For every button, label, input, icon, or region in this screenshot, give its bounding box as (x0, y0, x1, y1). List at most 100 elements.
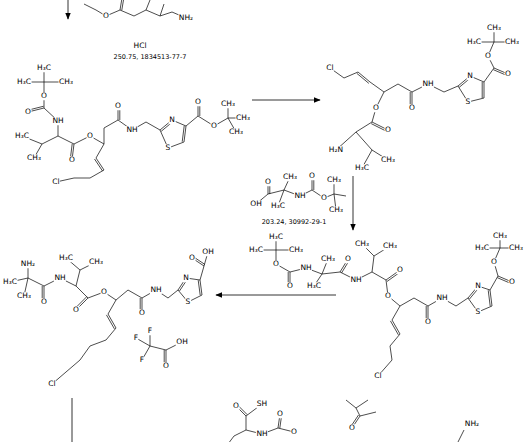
atom-label: H₃C (467, 38, 482, 46)
atom-label: O (115, 102, 122, 110)
atom-label: O (163, 362, 170, 370)
atom-label: CH₃ (229, 128, 244, 136)
atom-label: O (309, 172, 316, 180)
bond (44, 68, 160, 144)
atom-label: CH₃ (381, 156, 396, 164)
atom-label: O (349, 424, 356, 432)
atom-label: Cl (52, 178, 60, 186)
atom-label: H₃C (37, 64, 52, 72)
bond (146, 0, 150, 10)
bond (28, 264, 178, 300)
atom-label: OH (202, 248, 215, 256)
atom-label: CH₃ (383, 242, 398, 250)
atom-label: CH₃ (221, 100, 236, 108)
atom-label: O (277, 410, 284, 418)
atom-label: NH (126, 126, 138, 134)
atom-label: S (465, 98, 471, 106)
double-bond (95, 158, 104, 171)
atom-label: SH (256, 400, 267, 408)
bond (370, 82, 458, 92)
atom-label: NH (350, 276, 362, 284)
bond (378, 334, 400, 376)
atom-label: O (345, 255, 352, 263)
atom-label: O (233, 402, 240, 410)
atom-label: NH₂ (20, 260, 35, 268)
bond (228, 430, 246, 442)
double-bond (482, 82, 484, 98)
compound-structure: ClOONHNSOOCH₃H₃CCH₃OH₂NCH₃H₃C (322, 22, 518, 174)
bond (84, 4, 186, 18)
atom-label: O (189, 254, 196, 262)
compound-structure: ONH₂HCl250.75, 1834513-77-7 (84, 0, 204, 64)
compound-structure: NH₂H₃CCH₃ONHH₃CCH₃OOONHNSOOHFFFOOHCl (4, 246, 214, 392)
atom-label: O (25, 108, 32, 116)
atom-label: O (291, 428, 298, 436)
bond (490, 236, 500, 290)
bond (362, 244, 374, 272)
atom-label: O (509, 278, 516, 286)
atom-label: CH₃ (509, 244, 524, 252)
atom-label: O (425, 318, 432, 326)
atom-label: H₃C (269, 233, 284, 241)
atom-label: S (165, 144, 171, 152)
bond (330, 68, 358, 78)
bond (108, 300, 116, 314)
atom-label: CH₃ (17, 292, 32, 300)
compound-data: 250.75, 1834513-77-7 (113, 54, 187, 61)
atom-label: O (87, 132, 94, 140)
atom-label: CH₃ (327, 176, 342, 184)
atom-label: O (195, 98, 202, 106)
bond (160, 130, 184, 148)
atom-label: O (485, 52, 492, 60)
atom-label: H₂N (328, 146, 343, 154)
atom-label: O (409, 104, 416, 112)
bond (52, 328, 116, 384)
atom-label: O (385, 292, 392, 300)
atom-label: O (373, 104, 380, 112)
atom-label: CH₃ (505, 38, 520, 46)
atom-label: O (69, 156, 76, 164)
atom-label: H₃C (249, 246, 264, 254)
atom-label: N (467, 72, 474, 80)
atom-label: S (185, 298, 191, 306)
bond-lines (330, 28, 512, 168)
bond-lines (22, 68, 243, 182)
atom-label: CH₃ (321, 255, 336, 263)
atom-label: H₃C (15, 132, 30, 140)
atom-label: OH (176, 338, 189, 346)
double-bond (182, 126, 186, 142)
atom-label: H₃C (271, 202, 286, 210)
bond (96, 144, 104, 158)
atom-label: O (397, 266, 404, 274)
atom-label: NH₂ (178, 14, 193, 22)
atom-label: Cl (48, 380, 56, 388)
bond (392, 306, 400, 320)
bond (346, 400, 368, 408)
reaction-arrow (72, 398, 73, 442)
bond (186, 116, 198, 126)
atom-label: OH (250, 200, 263, 208)
bond (484, 42, 494, 82)
bond-lines (346, 400, 464, 442)
bond-lines (256, 176, 346, 210)
atom-label: NH₂ (464, 420, 479, 428)
atom-label: O (73, 306, 80, 314)
atom-label: H₃C (17, 78, 32, 86)
atom-label: F (147, 327, 152, 335)
atom-label: N (475, 282, 482, 290)
atom-label: H₃C (307, 282, 322, 290)
compound-structure: OSHNHOO (224, 398, 304, 442)
atom-label: H₃C (3, 278, 18, 286)
bond (458, 86, 484, 102)
double-bond (488, 290, 492, 306)
atom-label: CH₃ (59, 78, 74, 86)
atom-label: O (491, 258, 498, 266)
atom-label: N (169, 116, 176, 124)
atom-label: CH₃ (283, 173, 298, 181)
atom-label: O (139, 309, 146, 317)
double-bond (390, 320, 400, 335)
atom-label: Cl (326, 64, 334, 72)
atom-label: CH₃ (27, 154, 42, 162)
bond-lines (84, 0, 186, 18)
atom-label: H₃C (59, 254, 74, 262)
